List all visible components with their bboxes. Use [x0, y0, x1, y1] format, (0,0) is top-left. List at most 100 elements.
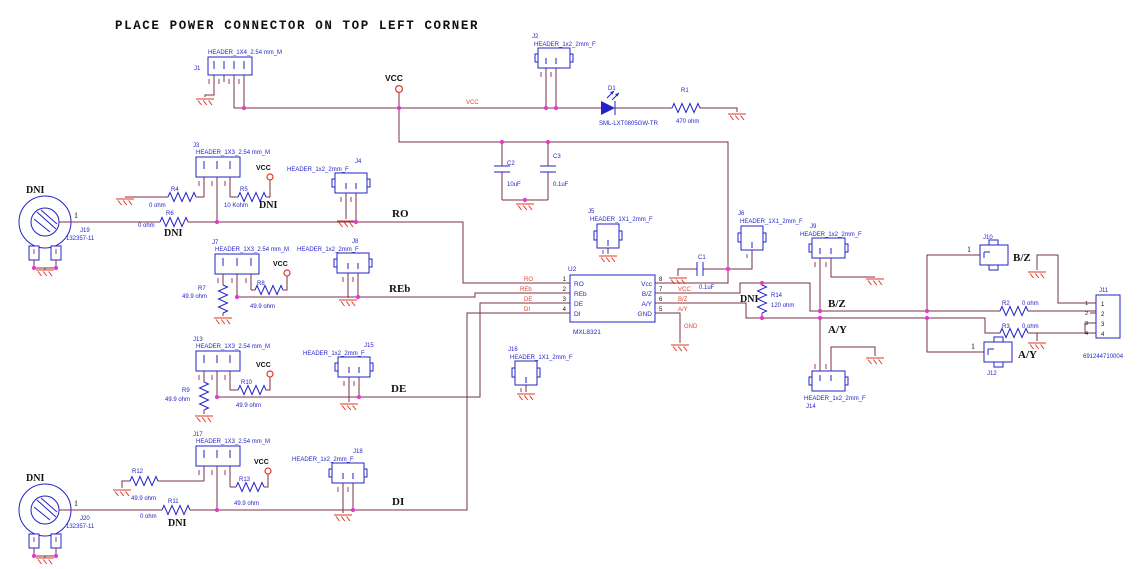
svg-text:J7: J7: [212, 240, 219, 246]
svg-text:1: 1: [74, 499, 78, 508]
resistor-r2: R2 0 ohm: [999, 301, 1039, 316]
svg-text:132357-11: 132357-11: [66, 524, 95, 530]
net-label-reb: REb: [389, 283, 410, 295]
svg-text:0 ohm: 0 ohm: [149, 203, 166, 209]
svg-text:DNI: DNI: [26, 185, 44, 196]
svg-text:HEADER_1x2_2mm_F: HEADER_1x2_2mm_F: [297, 247, 359, 253]
connector-j6: J6 HEADER_1X1_2mm_F: [737, 211, 803, 258]
vcc-port-label: VCC: [254, 459, 269, 466]
svg-text:49.9 ohm: 49.9 ohm: [234, 501, 259, 507]
resistor-body-icon: [235, 482, 265, 492]
resistor-body-icon: [237, 385, 267, 395]
net-label-bz-j10: B/Z: [1013, 252, 1031, 264]
gnd-icon: [333, 514, 353, 522]
vcc-port-icon: [395, 84, 404, 93]
connector-j4: J4 HEADER_1x2_2mm_F: [287, 159, 371, 202]
svg-text:R12: R12: [132, 469, 144, 475]
svg-text:DNI: DNI: [168, 518, 186, 529]
svg-text:R10: R10: [241, 380, 253, 386]
connector-j10: J10 1: [967, 235, 1009, 271]
connector-j12: 1 J12: [971, 336, 1013, 377]
resistor-body-icon: [218, 284, 228, 314]
connector-j13: J13 HEADER_1X3_2.54 mm_M: [193, 337, 270, 380]
svg-text:MXL8321: MXL8321: [573, 329, 601, 336]
vcc-port-label: VCC: [385, 73, 403, 83]
resistor-r8: R8 49.9 ohm: [250, 281, 284, 310]
svg-text:1: 1: [1101, 302, 1105, 308]
svg-text:DI: DI: [524, 307, 530, 313]
gnd-icon: [515, 203, 535, 211]
resistor-r10: R10 49.9 ohm: [236, 380, 267, 409]
gnd-icon: [670, 344, 690, 352]
svg-text:R11: R11: [168, 499, 179, 505]
svg-text:C3: C3: [553, 154, 561, 160]
svg-text:J19: J19: [80, 228, 90, 234]
capacitor-c1: C1 0.1uF: [696, 255, 715, 291]
svg-text:J3: J3: [193, 143, 200, 149]
ic-u2: U2 MXL8321 1 2 3 4 RO REb DE DI 8 7 6 5 …: [563, 266, 663, 336]
gnd-icon: [598, 255, 618, 263]
svg-text:J20: J20: [80, 516, 90, 522]
connector-j2: J2 HEADER_1x2_2mm_F: [532, 34, 596, 77]
resistor-r4: R4 0 ohm: [149, 187, 197, 209]
resistor-r1: R1 470 ohm: [671, 88, 701, 125]
connector-j8: J8 HEADER_1x2_2mm_F: [297, 239, 373, 282]
vcc-port-label: VCC: [273, 261, 288, 268]
svg-text:HEADER_1x2_2mm_F: HEADER_1x2_2mm_F: [534, 42, 596, 48]
svg-text:4: 4: [1101, 332, 1105, 338]
net-label-bz: B/Z: [828, 298, 846, 310]
gnd-icon: [35, 269, 55, 277]
gnd-icon: [338, 299, 358, 307]
svg-text:R14: R14: [771, 293, 783, 299]
vcc-port-icon: [264, 467, 272, 475]
svg-text:2: 2: [1085, 311, 1088, 317]
svg-text:10uF: 10uF: [507, 182, 521, 188]
svg-text:B/Z: B/Z: [678, 297, 688, 303]
svg-text:SML-LXT0805GW-TR: SML-LXT0805GW-TR: [599, 121, 659, 127]
svg-text:HEADER_1X3_2.54 mm_M: HEADER_1X3_2.54 mm_M: [196, 439, 270, 445]
svg-text:0.1uF: 0.1uF: [699, 285, 715, 291]
resistor-body-icon: [671, 103, 701, 113]
connector-j3: J3 HEADER_1X3_2.54 mm_M: [193, 143, 270, 186]
svg-text:GND: GND: [684, 324, 698, 330]
vcc-ports: VCC VCC VCC VCC VCC VCC: [254, 73, 479, 475]
svg-text:2: 2: [1101, 312, 1105, 318]
svg-text:4: 4: [563, 307, 567, 313]
svg-text:J1: J1: [194, 66, 201, 72]
led-triangle-icon: [601, 101, 615, 115]
svg-text:C1: C1: [698, 255, 706, 261]
svg-text:1: 1: [74, 211, 78, 220]
resistor-body-icon: [159, 217, 189, 227]
svg-text:R4: R4: [171, 187, 179, 193]
svg-text:R6: R6: [166, 211, 174, 217]
resistor-r12: R12 49.9 ohm: [129, 469, 159, 502]
svg-text:Vcc: Vcc: [641, 281, 653, 288]
svg-text:1: 1: [967, 245, 971, 254]
gnd-icon: [194, 415, 214, 423]
led-d1: D1 SML-LXT0805GW-TR: [599, 86, 659, 127]
svg-text:R2: R2: [1002, 301, 1010, 307]
capacitor-c2: C2 10uF: [494, 161, 521, 188]
net-label-ro: RO: [392, 208, 409, 220]
gnd-icon: [1027, 271, 1047, 279]
connector-j5: J5 HEADER_1X1_2mm_F: [588, 209, 653, 254]
svg-text:RO: RO: [574, 281, 584, 288]
svg-text:R8: R8: [257, 281, 265, 287]
svg-text:REb: REb: [574, 291, 587, 298]
svg-text:DNI: DNI: [164, 228, 182, 239]
svg-text:49.9 ohm: 49.9 ohm: [131, 496, 156, 502]
net-label-ay-j12: A/Y: [1018, 349, 1037, 361]
net-label-ay: A/Y: [828, 324, 847, 336]
svg-text:2: 2: [563, 287, 567, 293]
svg-text:0 ohm: 0 ohm: [1022, 301, 1039, 307]
svg-text:HEADER_1X3_2.54 mm_M: HEADER_1X3_2.54 mm_M: [196, 150, 270, 156]
svg-text:R3: R3: [1002, 324, 1010, 330]
resistor-r11: R11 0 ohm DNI: [140, 499, 191, 529]
svg-text:J18: J18: [353, 449, 363, 455]
svg-text:J5: J5: [588, 209, 595, 215]
svg-text:HEADER_1x2_2mm_F: HEADER_1x2_2mm_F: [292, 457, 354, 463]
gnd-icon: [516, 393, 536, 401]
svg-text:A/Y: A/Y: [678, 307, 688, 313]
svg-text:3: 3: [1085, 321, 1088, 327]
